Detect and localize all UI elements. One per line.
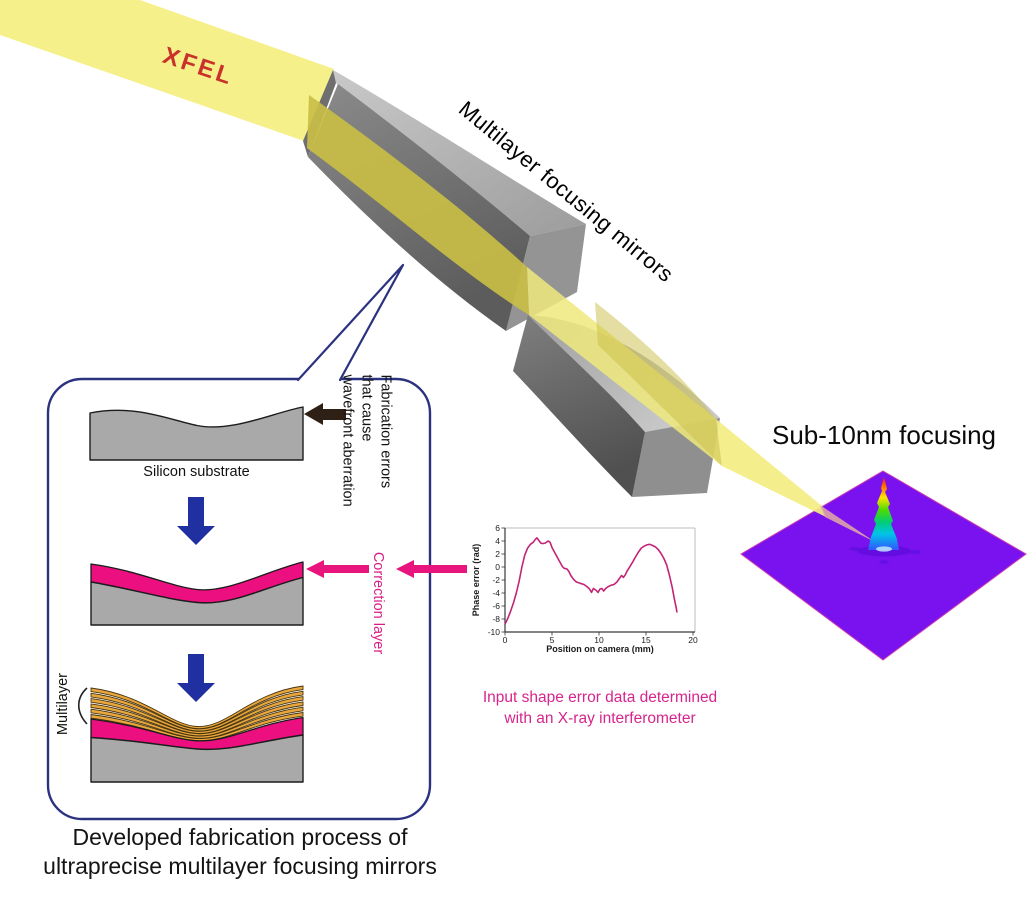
chart-ylabel: Phase error (rad) [471, 544, 481, 617]
svg-text:-8: -8 [492, 614, 500, 624]
multilayer-stripe [90, 690, 304, 732]
focus-peak [868, 477, 899, 552]
svg-text:6: 6 [495, 523, 500, 533]
chart-xlabel: Position on camera (mm) [546, 644, 654, 654]
beam-converging [716, 419, 826, 517]
multilayer-stripe [90, 706, 304, 739]
focus-label: Sub-10nm focusing [772, 420, 997, 450]
process-step-arrow-1 [177, 497, 215, 545]
svg-text:-10: -10 [488, 627, 501, 637]
process-caption-line-2: ultraprecise multilayer focusing mirrors [43, 853, 437, 879]
silicon-substrate-label: Silicon substrate [143, 464, 250, 480]
multilayer-label: Multilayer [55, 672, 71, 736]
chart-caption-line-1: Input shape error data determined [482, 689, 718, 706]
silicon-substrate-block [89, 406, 304, 461]
chart-caption: Input shape error data determined with a… [462, 687, 738, 729]
svg-text:-6: -6 [492, 601, 500, 611]
svg-text:15: 15 [641, 635, 651, 645]
fabrication-errors-line-3: wavefront aberration [339, 374, 356, 507]
svg-text:-4: -4 [492, 588, 500, 598]
svg-text:5: 5 [550, 635, 555, 645]
correction-layer-arrow [306, 560, 369, 578]
multilayer-stripe [90, 701, 304, 737]
process-step-arrow-2 [177, 654, 215, 702]
beam-tip-over-surface [820, 505, 875, 542]
fabrication-error-arrow [304, 403, 346, 425]
fabrication-errors-line-2: that cause [358, 374, 375, 442]
beam-stripe-lower-mirror [595, 302, 722, 466]
chart-caption-line-2: with an X-ray interferometer [504, 710, 696, 727]
multilayer-stripe [90, 685, 304, 730]
fabrication-errors-line-1: Fabrication errors [377, 374, 394, 489]
svg-text:2: 2 [495, 549, 500, 559]
multilayer-block [90, 685, 304, 783]
svg-text:20: 20 [688, 635, 698, 645]
svg-text:0: 0 [495, 562, 500, 572]
process-caption-line-1: Developed fabrication process of [72, 824, 408, 850]
process-caption: Developed fabrication process of ultrapr… [18, 823, 462, 881]
svg-text:4: 4 [495, 536, 500, 546]
correction-layer-block [90, 561, 304, 626]
multilayer-bracket [77, 687, 88, 725]
xfel-beam-incoming [0, 0, 334, 141]
svg-text:0: 0 [503, 635, 508, 645]
fabrication-errors-annotation: Fabrication errors that cause wavefront … [338, 375, 395, 545]
multilayer-stripes [90, 685, 304, 742]
chart-line [504, 537, 678, 625]
beam-stripe-upper-mirror [307, 95, 529, 315]
svg-text:-2: -2 [492, 575, 500, 585]
multilayer-stripe [90, 696, 304, 734]
correction-layer-label: Correction layer [370, 551, 386, 655]
svg-text:10: 10 [594, 635, 604, 645]
input-data-arrow [396, 560, 467, 578]
